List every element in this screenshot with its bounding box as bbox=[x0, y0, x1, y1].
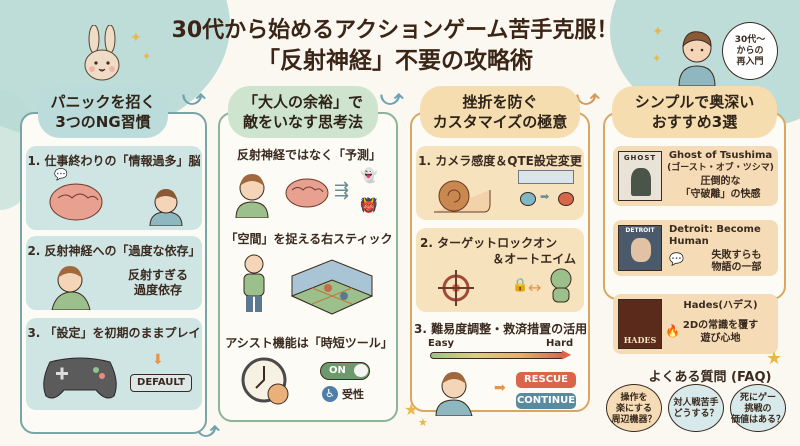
sparkle-icon: ✦ bbox=[142, 50, 152, 63]
star-icon: ★ bbox=[404, 400, 419, 419]
game-card-ghost[interactable]: GHOST Ghost of Tsushima (ゴースト・オブ・ツシマ) 圧倒… bbox=[613, 146, 778, 206]
flow-arrow-icon: ⤻ bbox=[576, 86, 600, 111]
waving-child-icon bbox=[435, 372, 473, 416]
card-camera-qte: 1. カメラ感度＆QTE設定変更 ➡ bbox=[416, 146, 584, 220]
card-info-overload: 1. 仕事終わりの「情報過多」脳 💬 bbox=[26, 146, 202, 230]
flow-arrow-icon: ⤻ bbox=[380, 86, 404, 111]
card-default-settings: 3. 「設定」を初期のままプレイ ⬇ DEFAULT bbox=[26, 318, 202, 410]
ghost-icon: 👻 bbox=[360, 168, 378, 184]
star-icon: ★ bbox=[418, 416, 428, 429]
down-arrow-icon: ⬇ bbox=[152, 352, 164, 368]
branch-arrow-icon: ⇶ bbox=[334, 180, 350, 201]
ghost-cover-icon: GHOST bbox=[618, 151, 662, 201]
blue-button-icon bbox=[520, 192, 536, 206]
toggle-knob bbox=[354, 364, 368, 377]
slider-arrow-icon: ▶ bbox=[562, 347, 572, 361]
difficulty-slider[interactable] bbox=[430, 352, 564, 359]
qte-bar-icon bbox=[518, 170, 574, 184]
red-button-icon bbox=[558, 192, 574, 206]
right-arrow-icon: ➡ bbox=[494, 380, 506, 396]
snail-icon bbox=[434, 180, 491, 213]
stressed-person-icon bbox=[149, 189, 183, 226]
card-lock-on: 2. ターゲットロックオン ＆オートエイム 🔒 ↔ bbox=[416, 228, 584, 312]
assist-toggle[interactable]: ON bbox=[320, 362, 370, 380]
chat-bubbles-icon: 💬 bbox=[54, 168, 68, 181]
hades-cover-icon: HADES bbox=[618, 299, 662, 349]
game-card-detroit[interactable]: DETROIT Detroit: Become Human 失敗すらも 物語の一… bbox=[613, 220, 778, 276]
faq-question-peripherals[interactable]: 操作を 楽にする 周辺機器？ bbox=[606, 384, 662, 432]
faq-title: よくある質問 (FAQ) bbox=[648, 370, 772, 385]
column-heading: シンプルで奥深い おすすめ3選 bbox=[612, 86, 777, 138]
enemy-icon bbox=[550, 268, 572, 303]
faq-question-pvp[interactable]: 対人戦苦手 どうする？ bbox=[668, 384, 724, 432]
person-icon bbox=[243, 254, 265, 312]
gamepad-icon bbox=[43, 357, 117, 399]
sparkle-icon: ✦ bbox=[130, 30, 142, 46]
faq-question-soulslike[interactable]: 死にゲー 挑戦の 価値はある？ bbox=[730, 384, 786, 432]
continue-button[interactable]: CONTINUE bbox=[516, 393, 576, 409]
thinking-person-icon bbox=[235, 174, 269, 218]
speech-bubble: 30代〜 からの 再入門 bbox=[722, 22, 778, 80]
column-heading: 「大人の余裕」で 敵をいなす思考法 bbox=[228, 86, 378, 138]
clock-icon bbox=[241, 357, 289, 405]
flow-arrow-icon: ⤻ bbox=[182, 86, 206, 111]
brain-icon bbox=[285, 178, 329, 208]
rescue-button[interactable]: RESCUE bbox=[516, 372, 576, 388]
default-badge: DEFAULT bbox=[130, 374, 192, 392]
monster-icon: 👹 bbox=[360, 198, 378, 214]
panicking-child-icon bbox=[51, 266, 91, 310]
sparkle-icon: ✦ bbox=[652, 24, 664, 40]
card-reflex-dependence: 2. 反射神経への「過度な依存」 反射すぎる 過度依存 bbox=[26, 236, 202, 310]
brain-icon bbox=[49, 183, 103, 221]
page-title: 30代から始めるアクションゲーム苦手克服！ 「反射神経」不要の攻略術 bbox=[171, 18, 619, 74]
column-heading: 挫折を防ぐ カスタマイズの極意 bbox=[420, 86, 580, 138]
fire-icon: 🔥 bbox=[665, 324, 680, 338]
thinking-man-icon bbox=[678, 31, 716, 86]
lock-icon: 🔒 bbox=[512, 278, 529, 293]
chat-icon: 💬 bbox=[669, 252, 684, 266]
game-card-hades[interactable]: HADES Hades(ハデス) 2Dの常識を覆す 遊び心地 🔥 bbox=[613, 294, 778, 354]
room-grid-icon bbox=[290, 259, 374, 315]
star-icon: ★ bbox=[766, 348, 783, 369]
double-arrow-icon: ↔ bbox=[528, 278, 542, 297]
detroit-cover-icon: DETROIT bbox=[618, 225, 662, 271]
column-heading: パニックを招く 3つのNG習慣 bbox=[38, 86, 168, 138]
bunny-mascot-icon bbox=[84, 25, 120, 81]
sparkle-icon: ✦ bbox=[652, 52, 662, 65]
accessibility-icon: ♿ bbox=[322, 386, 338, 402]
right-arrow-icon: ➡ bbox=[540, 190, 550, 203]
crosshair-icon bbox=[438, 270, 474, 306]
